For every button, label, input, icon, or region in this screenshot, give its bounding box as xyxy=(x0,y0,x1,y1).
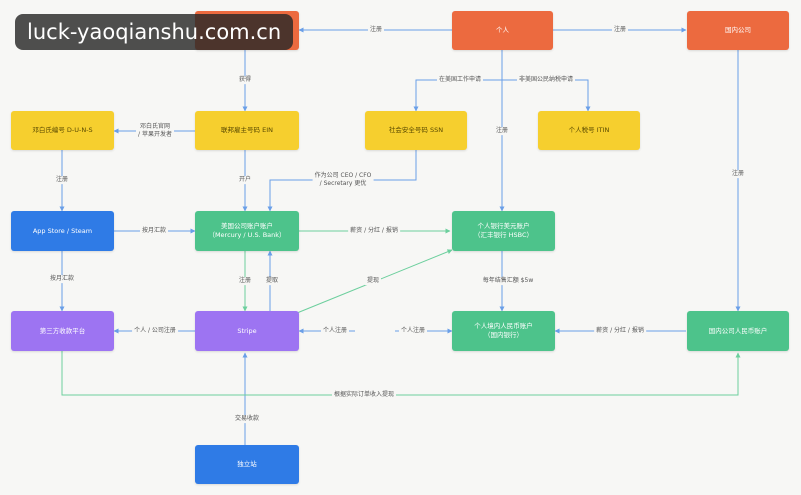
domestic-rmb-account-node: 国内公司人民币账户 xyxy=(687,311,789,351)
label-personal-reg2: 个人注册 xyxy=(398,327,428,335)
edge-individual-to-itin xyxy=(502,79,589,111)
label-reg-stripe: 注册 xyxy=(236,277,254,285)
label-reg-individual: 注册 xyxy=(493,127,511,135)
stripe-node: Stripe xyxy=(195,311,299,351)
appstore-node: App Store / Steam xyxy=(11,211,114,251)
edge-order-withdraw xyxy=(61,351,741,396)
us-company-account-node: 美国公司账户账户 （Mercury / U.S. Bank） xyxy=(195,211,299,251)
label-non-us-tax: 非美国公民纳税申请 xyxy=(516,76,576,84)
label-ceo-role: 作为公司 CEO / CFO / Secretary 更优 xyxy=(312,172,374,188)
label-personal-company-reg: 个人 / 公司注册 xyxy=(132,327,178,335)
domestic-company-node: 国内公司 xyxy=(687,11,789,50)
label-fx-quota: 每年结售汇额 $5w xyxy=(480,277,536,285)
itin-node: 个人税号 ITIN xyxy=(538,111,640,150)
label-work-apply: 在美国工作申请 xyxy=(436,76,484,84)
label-by-order: 根据实际订单收入提现 xyxy=(331,391,397,399)
personal-rmb-account-node: 个人境内人民币账户 （国内银行） xyxy=(452,311,555,351)
label-dev-apply: 邓白氏官网 / 苹果开发者 xyxy=(136,123,174,139)
label-withdraw: 提取 xyxy=(263,277,281,285)
label-salary2: 薪资 / 分红 / 报销 xyxy=(594,327,646,335)
label-monthly-remit: 按月汇款 xyxy=(139,227,169,235)
label-reg-left: 注册 xyxy=(367,26,385,34)
label-obtain: 获得 xyxy=(236,76,254,84)
label-transaction: 交易收款 xyxy=(232,415,262,423)
label-reg-domestic: 注册 xyxy=(729,170,747,178)
independent-site-node: 独立站 xyxy=(195,445,299,484)
label-open-account: 开户 xyxy=(236,176,254,184)
personal-usd-account-node: 个人银行美元账户 （汇丰银行 HSBC） xyxy=(452,211,555,251)
label-salary: 薪资 / 分红 / 报销 xyxy=(348,227,400,235)
label-personal-reg: 个人注册 xyxy=(320,327,350,335)
label-reg-right: 注册 xyxy=(611,26,629,34)
label-withdraw2: 提现 xyxy=(364,277,382,285)
third-party-platform-node: 第三方收款平台 xyxy=(11,311,114,351)
label-monthly-remit2: 按月汇款 xyxy=(47,275,77,283)
individual-node: 个人 xyxy=(452,11,553,50)
duns-node: 邓白氏编号 D-U-N-S xyxy=(11,111,114,150)
label-reg-duns: 注册 xyxy=(53,176,71,184)
watermark: luck-yaoqianshu.com.cn xyxy=(15,14,294,50)
ein-node: 联邦雇主号码 EIN xyxy=(195,111,299,150)
ssn-node: 社会安全号码 SSN xyxy=(365,111,467,150)
